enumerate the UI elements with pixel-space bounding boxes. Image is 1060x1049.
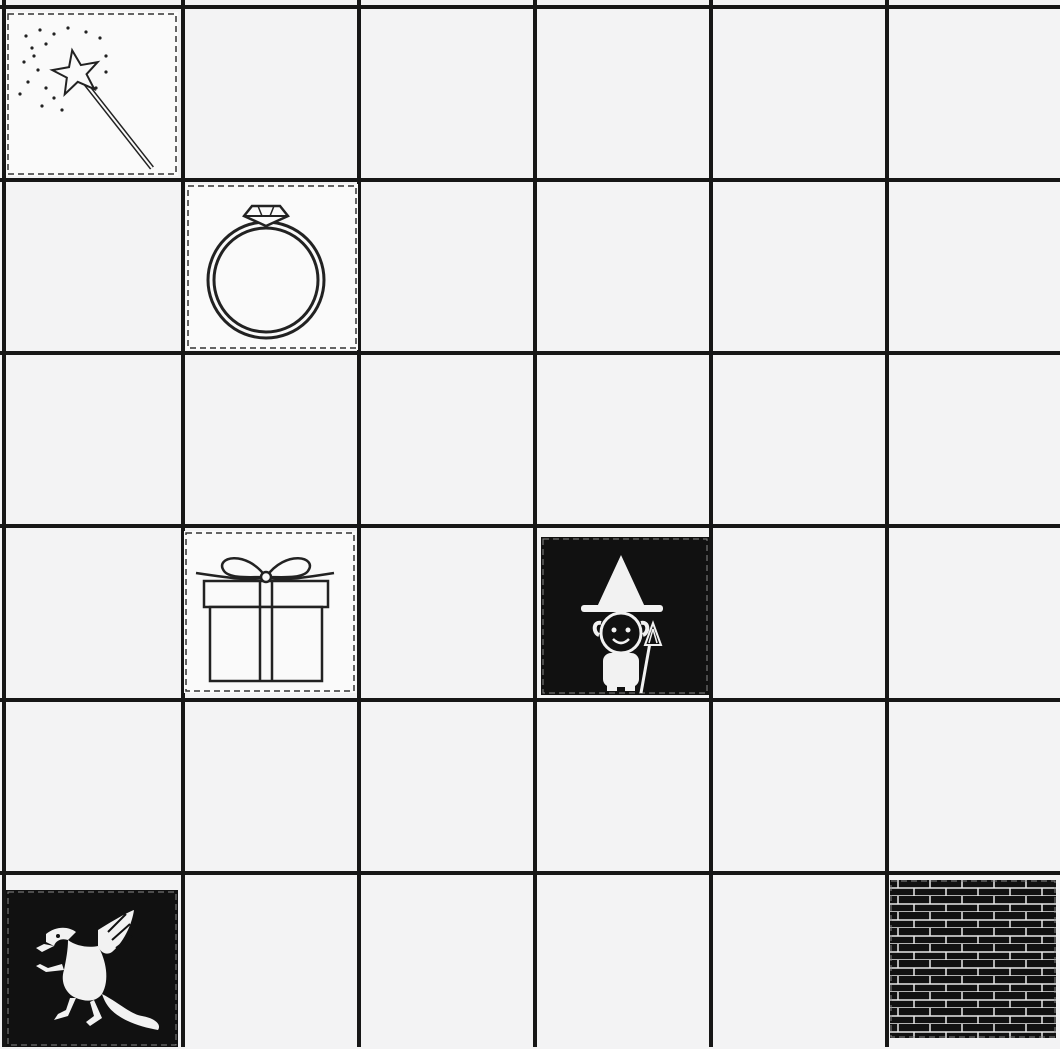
board-cell-r1-c0[interactable] <box>6 182 182 356</box>
board-cell-r3-c4[interactable] <box>713 528 889 702</box>
board-cell-r2-c1[interactable] <box>185 355 361 529</box>
board-cell-r2-c2[interactable] <box>361 355 537 529</box>
grid-line-h <box>0 871 1060 875</box>
board-cell-r4-c3[interactable] <box>537 702 713 876</box>
board-cell-r5-c4[interactable] <box>713 875 889 1049</box>
board-cell-r3-c5[interactable] <box>889 528 1060 702</box>
grid-line-h <box>0 524 1060 528</box>
board-cell-r5-c1[interactable] <box>185 875 361 1049</box>
board-cell-r0-c3[interactable] <box>537 9 713 183</box>
dragon-icon <box>6 890 178 1047</box>
board-cell-r1-c5[interactable] <box>889 182 1060 356</box>
board-cell-r2-c5[interactable] <box>889 355 1060 529</box>
dragon-card[interactable] <box>6 890 178 1047</box>
grid-line-h <box>0 698 1060 702</box>
witch-icon <box>541 537 709 695</box>
magic-wand-icon <box>6 12 178 176</box>
board-cell-r4-c5[interactable] <box>889 702 1060 876</box>
board-cell-r5-c3[interactable] <box>537 875 713 1049</box>
grid-line-h <box>0 351 1060 355</box>
board-cell-r4-c0[interactable] <box>6 702 182 876</box>
grid-line-h <box>0 5 1060 9</box>
gift-card[interactable] <box>184 531 356 693</box>
board-cell-r4-c4[interactable] <box>713 702 889 876</box>
board-cell-r2-c4[interactable] <box>713 355 889 529</box>
brick-wall-icon <box>890 880 1056 1038</box>
gift-box-icon <box>184 531 356 693</box>
board-cell-r0-c1[interactable] <box>185 9 361 183</box>
board-cell-r4-c2[interactable] <box>361 702 537 876</box>
board-cell-r0-c4[interactable] <box>713 9 889 183</box>
board-cell-r1-c3[interactable] <box>537 182 713 356</box>
board-cell-r2-c3[interactable] <box>537 355 713 529</box>
board-cell-r3-c0[interactable] <box>6 528 182 702</box>
board-cell-r1-c2[interactable] <box>361 182 537 356</box>
board-cell-r3-c2[interactable] <box>361 528 537 702</box>
board-cell-r1-c4[interactable] <box>713 182 889 356</box>
grid-line-h <box>0 178 1060 182</box>
board-cell-r5-c2[interactable] <box>361 875 537 1049</box>
brick-wall-card[interactable] <box>890 880 1056 1038</box>
board-cell-r2-c0[interactable] <box>6 355 182 529</box>
ring-card[interactable] <box>186 184 358 350</box>
wand-card[interactable] <box>6 12 178 176</box>
witch-card[interactable] <box>541 537 709 695</box>
board-cell-r0-c2[interactable] <box>361 9 537 183</box>
board-cell-r0-c5[interactable] <box>889 9 1060 183</box>
ring-icon <box>186 184 358 350</box>
board-cell-r4-c1[interactable] <box>185 702 361 876</box>
